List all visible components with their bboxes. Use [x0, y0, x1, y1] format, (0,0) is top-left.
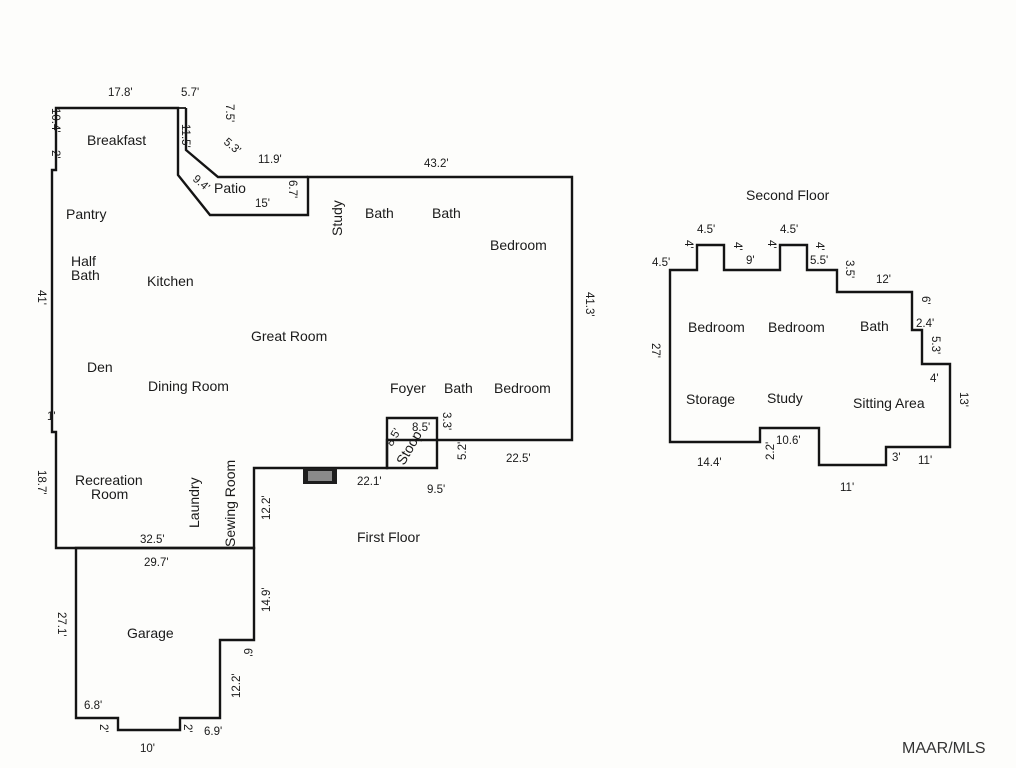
room-half-bath-line1: Half — [71, 253, 96, 269]
sf-dim-left-main: 27' — [649, 343, 661, 358]
first-floor-title: First Floor — [357, 529, 420, 545]
room-garage: Garage — [127, 625, 174, 641]
room-bath-1: Bath — [365, 205, 394, 221]
dim-left-step: 1' — [47, 411, 56, 423]
sf-dim-right-h2: 4' — [930, 373, 939, 385]
sf-dim-right-h1: 2.4' — [916, 318, 934, 330]
sf-dim-top-a: 4.5' — [697, 224, 715, 236]
dim-rec-width: 32.5' — [140, 534, 165, 546]
dim-stoop-b: 8.5' — [412, 422, 430, 434]
room-bedroom-1: Bedroom — [490, 237, 547, 253]
sf-dim-bottom-left: 14.4' — [697, 457, 722, 469]
dim-patio-v2: 7.5' — [223, 104, 235, 122]
stoop-outline — [385, 416, 439, 470]
entry-door-inner — [308, 471, 332, 481]
watermark: MAAR/MLS — [902, 740, 986, 757]
sf-room-bath: Bath — [860, 318, 889, 334]
dim-patio-diag-a: 5.3' — [221, 136, 243, 157]
dim-top-mid: 5.7' — [181, 87, 199, 99]
sf-room-bedroom-1: Bedroom — [688, 319, 745, 335]
dim-bottom-stoop: 9.5' — [427, 484, 445, 496]
dim-garage-b5: 6.9' — [204, 726, 222, 738]
sf-dim-notch-v: 2.2' — [765, 442, 777, 460]
dim-top-left: 17.8' — [108, 87, 133, 99]
room-patio: Patio — [214, 180, 246, 196]
room-foyer: Foyer — [390, 380, 426, 396]
sf-dim-right-v2: 5.3' — [929, 336, 941, 354]
sf-dim-v3: 4' — [765, 240, 777, 249]
dim-sewing-v: 12.2' — [261, 495, 273, 520]
dim-garage-b4: 2' — [181, 724, 193, 733]
room-pantry: Pantry — [66, 206, 106, 222]
dim-left-main: 41' — [35, 290, 47, 305]
dim-garage-lower-v: 12.2' — [231, 673, 243, 698]
dim-garage-top: 29.7' — [144, 557, 169, 569]
sf-dim-top-right: 12' — [876, 274, 891, 286]
sf-room-storage: Storage — [686, 391, 735, 407]
room-recreation-line1: Recreation — [75, 472, 143, 488]
dim-left-top-b: 2' — [49, 150, 61, 159]
patio-wall — [177, 107, 211, 216]
dim-garage-b1: 6.8' — [84, 700, 102, 712]
dim-patio-diag-b: 9.4' — [190, 173, 212, 194]
sf-dim-right-main: 13' — [957, 392, 969, 407]
dim-patio-top: 11.9' — [258, 154, 282, 166]
sf-dim-notch-h: 10.6' — [776, 435, 801, 447]
dim-garage-right: 14.9' — [261, 587, 273, 612]
sf-dim-bottom-mid: 11' — [840, 482, 854, 494]
sf-dim-v1: 4' — [682, 240, 694, 249]
room-bath-2: Bath — [432, 205, 461, 221]
sf-dim-bottom-step: 3' — [892, 452, 901, 464]
dim-left-lower: 18.7' — [35, 470, 47, 495]
sf-dim-bottom-right: 11' — [918, 455, 932, 467]
dim-bottom-right: 22.5' — [506, 453, 531, 465]
dim-garage-left: 27.1' — [55, 612, 67, 637]
dim-left-top-a: 10.4' — [49, 108, 61, 133]
sf-dim-v2: 4' — [731, 242, 743, 251]
sf-dim-top-b: 4.5' — [780, 224, 798, 236]
dim-patio-w: 15' — [255, 198, 270, 210]
room-sewing-room: Sewing Room — [222, 460, 238, 547]
room-breakfast: Breakfast — [87, 132, 146, 148]
sf-room-bedroom-2: Bedroom — [768, 319, 825, 335]
dim-bottom-mid: 22.1' — [357, 476, 382, 488]
sf-dim-step-v: 3.5' — [843, 260, 855, 278]
room-laundry: Laundry — [186, 477, 202, 528]
first-floor: Breakfast Patio Pantry Half Bath Kitchen… — [35, 87, 595, 755]
second-floor-outline — [668, 243, 952, 467]
sf-dim-mid-top: 9' — [746, 255, 755, 267]
sf-room-sitting-area: Sitting Area — [853, 395, 925, 411]
sf-dim-v4: 4' — [813, 242, 825, 251]
sf-dim-right-v1: 6' — [919, 296, 931, 305]
room-study: Study — [329, 200, 345, 236]
dim-patio-v1: 11.5' — [179, 124, 191, 148]
garage-outline — [74, 546, 256, 732]
dim-stoop-c: 3.3' — [440, 412, 452, 430]
patio-diagonal — [184, 108, 308, 179]
room-bedroom-2: Bedroom — [494, 380, 551, 396]
dim-garage-notch-v: 6' — [241, 648, 253, 657]
room-dining-room: Dining Room — [148, 378, 229, 394]
second-floor: Second Floor Bedroom Bedroom Bath Storag… — [649, 187, 969, 494]
dim-garage-b2: 2' — [97, 724, 109, 733]
sf-room-study: Study — [767, 390, 803, 406]
second-floor-title: Second Floor — [746, 187, 830, 203]
dim-garage-b3: 10' — [140, 743, 155, 755]
sf-dim-left-top: 4.5' — [652, 257, 670, 269]
room-recreation-line2: Room — [91, 486, 128, 502]
room-great-room: Great Room — [251, 328, 327, 344]
room-bath-3: Bath — [444, 380, 473, 396]
dim-patio-h: 6.7' — [286, 180, 298, 198]
room-den: Den — [87, 359, 113, 375]
room-kitchen: Kitchen — [147, 273, 194, 289]
dim-stoop-d: 5.2' — [457, 442, 469, 460]
dim-right-main: 41.3' — [583, 292, 595, 317]
sf-dim-step-a: 5.5' — [810, 255, 828, 267]
dim-top-right: 43.2' — [424, 158, 449, 170]
room-half-bath-line2: Bath — [71, 267, 100, 283]
